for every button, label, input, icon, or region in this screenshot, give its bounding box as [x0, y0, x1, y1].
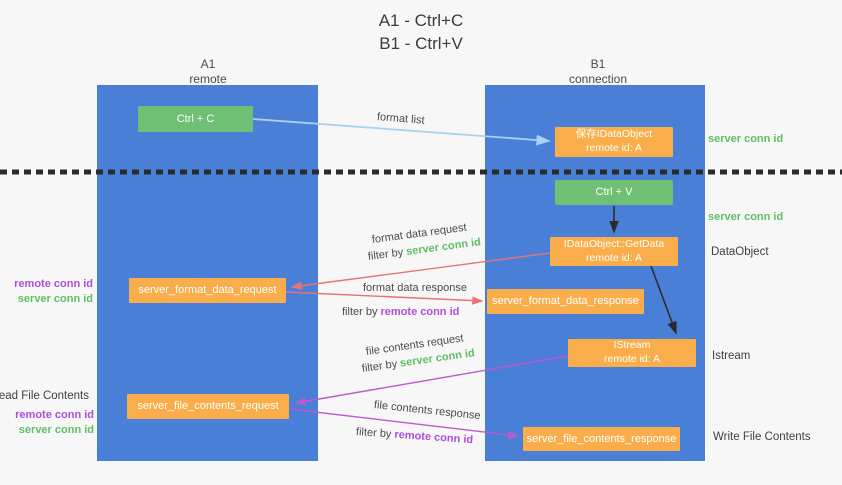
lane-header-b1: B1 connection: [518, 57, 678, 87]
getdata-node: IDataObject::GetData remote id: A: [550, 237, 678, 266]
save-dataobject-line2: remote id: A: [585, 142, 643, 154]
istream-line1: IStream: [613, 339, 651, 352]
lane-header-a1: A1 remote: [128, 57, 288, 87]
getdata-line2: remote id: A: [585, 251, 643, 264]
remote-conn-id-keyword: remote conn id: [394, 428, 474, 447]
lane-a1-subtitle: remote: [189, 72, 227, 86]
ctrl-v-node: Ctrl + V: [555, 180, 673, 205]
format-data-response-label: format data response: [363, 282, 467, 294]
istream-line2: remote id: A: [603, 353, 661, 365]
diagram-title: A1 - Ctrl+C B1 - Ctrl+V: [321, 10, 521, 56]
title-line-2: B1 - Ctrl+V: [379, 33, 463, 53]
lane-b1-name: B1: [590, 57, 606, 71]
server-file-contents-response-label: server_file_contents_response: [526, 432, 677, 445]
filter-by-text: filter by: [361, 357, 401, 375]
filter-by-text: filter by: [342, 306, 381, 318]
istream-node: IStream remote id: A: [568, 339, 696, 367]
lane-a1-name: A1: [200, 57, 216, 71]
server-file-contents-request-node: server_file_contents_request: [127, 394, 289, 419]
server-file-contents-request-label: server_file_contents_request: [137, 400, 279, 413]
save-dataobject-line1: 保存IDataObject: [575, 128, 653, 141]
remote-conn-id-keyword: remote conn id: [380, 306, 460, 318]
dataobject-label: DataObject: [711, 246, 769, 258]
file-contents-response-label: file contents response: [373, 399, 482, 423]
save-dataobject-node: 保存IDataObject remote id: A: [555, 127, 673, 157]
server-format-data-request-label: server_format_data_request: [138, 284, 277, 297]
right-server-conn-id-label-2: server conn id: [708, 211, 784, 223]
server-file-contents-response-node: server_file_contents_response: [523, 427, 680, 451]
left-remote-conn-id-label-1: remote conn id: [14, 278, 93, 290]
server-format-data-request-node: server_format_data_request: [129, 278, 286, 303]
lane-b1-subtitle: connection: [568, 72, 628, 86]
format-list-label: format list: [376, 111, 426, 127]
server-format-data-response-node: server_format_data_response: [487, 289, 644, 314]
filter-by-text: filter by: [367, 246, 407, 263]
read-file-contents-label: Read File Contents: [0, 390, 89, 402]
title-line-1: A1 - Ctrl+C: [378, 11, 464, 30]
getdata-line1: IDataObject::GetData: [563, 237, 665, 250]
filter-by-remote-conn-id-label-2: filter by remote conn id: [356, 426, 474, 446]
ctrl-v-label: Ctrl + V: [595, 186, 633, 199]
left-server-conn-id-label-1: server conn id: [17, 293, 93, 305]
ctrl-c-node: Ctrl + C: [138, 106, 253, 132]
filter-by-text: filter by: [355, 426, 395, 441]
ctrl-c-label: Ctrl + C: [176, 112, 215, 125]
right-server-conn-id-label-1: server conn id: [708, 133, 784, 145]
left-remote-conn-id-label-2: remote conn id: [15, 409, 94, 421]
filter-by-remote-conn-id-label-1: filter by remote conn id: [342, 306, 459, 318]
write-file-contents-label: Write File Contents: [713, 431, 811, 443]
istream-side-label: Istream: [712, 350, 751, 362]
left-server-conn-id-label-2: server conn id: [18, 424, 94, 436]
server-format-data-response-label: server_format_data_response: [492, 295, 639, 308]
